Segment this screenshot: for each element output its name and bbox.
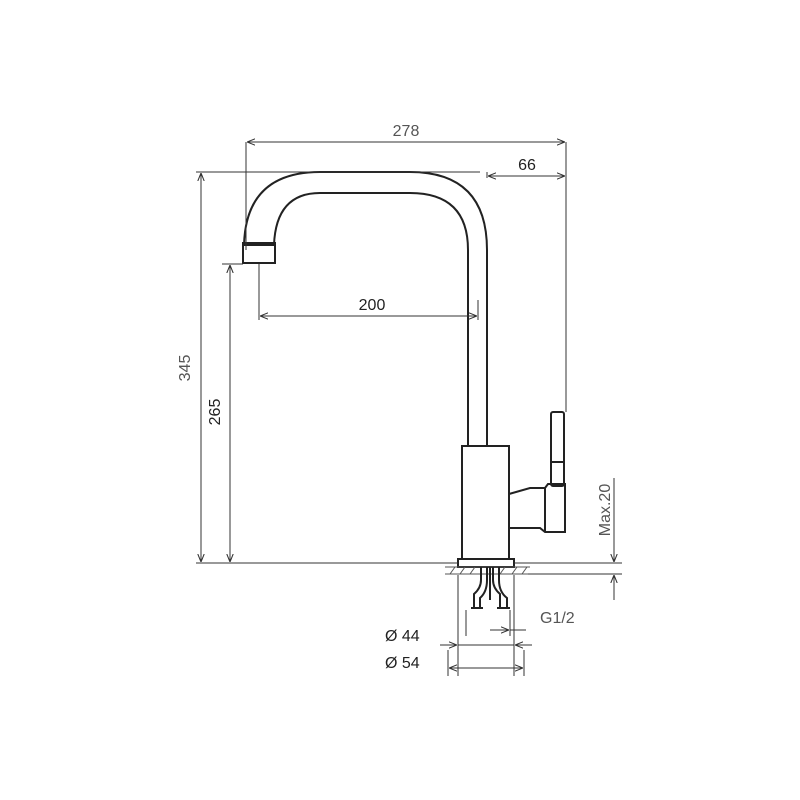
dimension-lines <box>196 142 622 676</box>
dim-overall-height: 345 <box>177 355 194 382</box>
dim-spout-height: 265 <box>207 399 224 426</box>
supply-hoses <box>471 567 510 609</box>
base-ring <box>457 558 515 568</box>
dim-base-diameter-inner: Ø 44 <box>385 628 420 645</box>
dim-overall-width: 278 <box>393 123 420 140</box>
faucet-outline <box>242 171 566 568</box>
lever-base <box>508 483 566 533</box>
lever-handle <box>550 411 565 487</box>
dim-thread: G1/2 <box>540 610 575 627</box>
faucet-body <box>461 445 510 560</box>
aerator <box>242 242 276 264</box>
dim-spout-reach: 200 <box>359 297 386 314</box>
spout-inner <box>273 192 469 445</box>
dim-max-deck: Max.20 <box>597 484 614 537</box>
dim-base-diameter-outer: Ø 54 <box>385 655 420 672</box>
dim-handle-offset: 66 <box>518 157 536 174</box>
